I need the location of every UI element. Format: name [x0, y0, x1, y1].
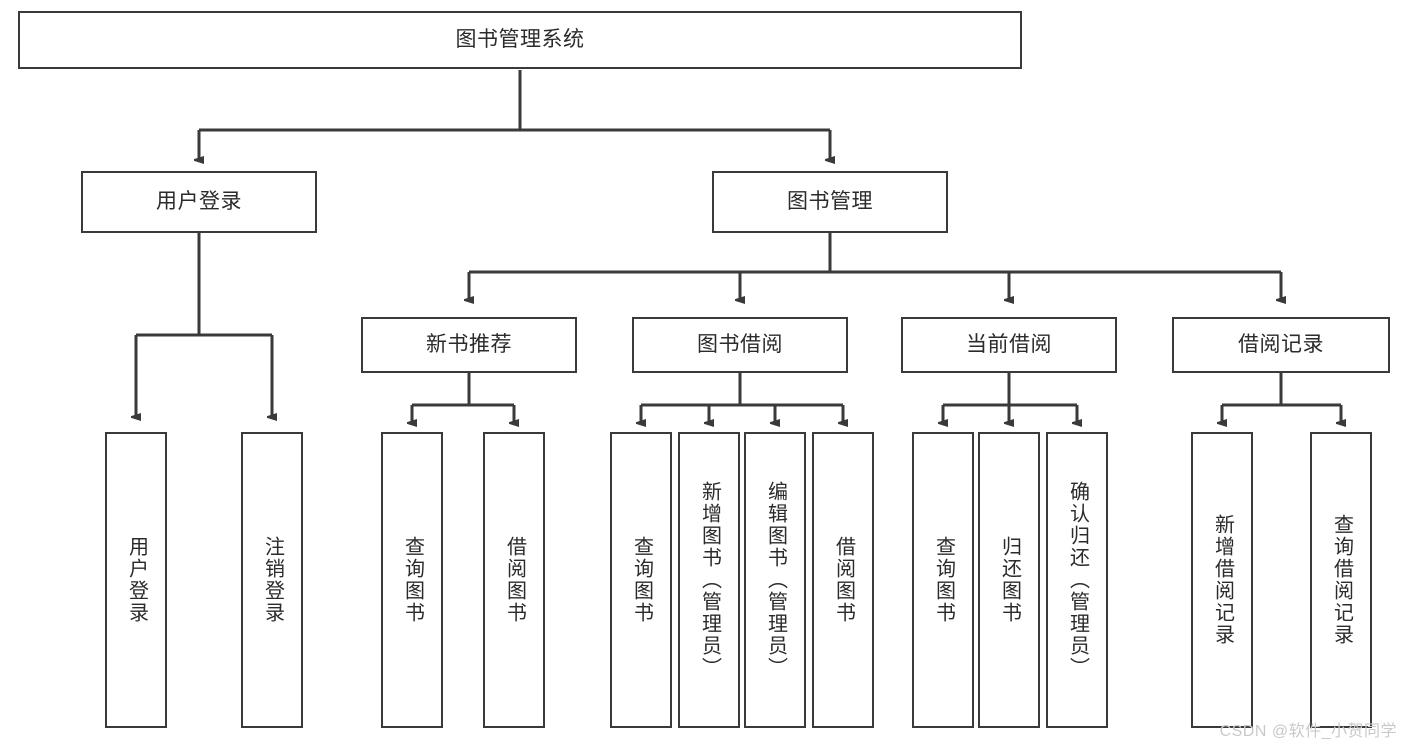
node-book-borrow-label: 图书借阅 [697, 332, 783, 356]
node-book-manage[interactable]: 图书管理 [712, 171, 948, 233]
node-leaf-add-record-label: 新增借阅记录 [1211, 514, 1234, 646]
node-leaf-query-book-3[interactable]: 查询图书 [912, 432, 974, 728]
node-book-manage-label: 图书管理 [787, 189, 873, 213]
node-root-label: 图书管理系统 [455, 27, 585, 51]
node-user-login-label: 用户登录 [156, 189, 242, 213]
node-root[interactable]: 图书管理系统 [18, 11, 1022, 69]
node-leaf-edit-book[interactable]: 编辑图书（管理员） [744, 432, 806, 728]
node-current-borrow[interactable]: 当前借阅 [901, 317, 1117, 373]
node-leaf-query-record-label: 查询借阅记录 [1330, 514, 1353, 646]
node-leaf-borrow-book-2[interactable]: 借阅图书 [812, 432, 874, 728]
node-leaf-query-book-2-label: 查询图书 [630, 536, 653, 624]
node-new-book-recommend[interactable]: 新书推荐 [361, 317, 577, 373]
node-leaf-add-book[interactable]: 新增图书（管理员） [678, 432, 740, 728]
node-leaf-logout-login[interactable]: 注销登录 [241, 432, 303, 728]
node-current-borrow-label: 当前借阅 [966, 332, 1052, 356]
node-leaf-return-book[interactable]: 归还图书 [978, 432, 1040, 728]
node-leaf-query-record[interactable]: 查询借阅记录 [1310, 432, 1372, 728]
node-leaf-confirm-return[interactable]: 确认归还（管理员） [1046, 432, 1108, 728]
node-leaf-borrow-book-1[interactable]: 借阅图书 [483, 432, 545, 728]
node-borrow-record[interactable]: 借阅记录 [1172, 317, 1390, 373]
node-leaf-edit-book-label: 编辑图书（管理员） [764, 481, 787, 679]
node-leaf-add-record[interactable]: 新增借阅记录 [1191, 432, 1253, 728]
node-leaf-confirm-return-label: 确认归还（管理员） [1066, 481, 1089, 679]
node-leaf-query-book-1[interactable]: 查询图书 [381, 432, 443, 728]
node-leaf-add-book-label: 新增图书（管理员） [698, 481, 721, 679]
node-leaf-query-book-3-label: 查询图书 [932, 536, 955, 624]
node-leaf-borrow-book-2-label: 借阅图书 [832, 536, 855, 624]
node-leaf-return-book-label: 归还图书 [998, 536, 1021, 624]
node-new-book-recommend-label: 新书推荐 [426, 332, 512, 356]
node-leaf-query-book-2[interactable]: 查询图书 [610, 432, 672, 728]
node-borrow-record-label: 借阅记录 [1238, 332, 1324, 356]
node-leaf-user-login[interactable]: 用户登录 [105, 432, 167, 728]
node-leaf-user-login-label: 用户登录 [125, 536, 148, 624]
node-leaf-logout-login-label: 注销登录 [261, 536, 284, 624]
node-leaf-borrow-book-1-label: 借阅图书 [503, 536, 526, 624]
node-user-login[interactable]: 用户登录 [81, 171, 317, 233]
watermark-text: CSDN @软件_小贺同学 [1219, 723, 1397, 740]
node-leaf-query-book-1-label: 查询图书 [401, 536, 424, 624]
node-book-borrow[interactable]: 图书借阅 [632, 317, 848, 373]
